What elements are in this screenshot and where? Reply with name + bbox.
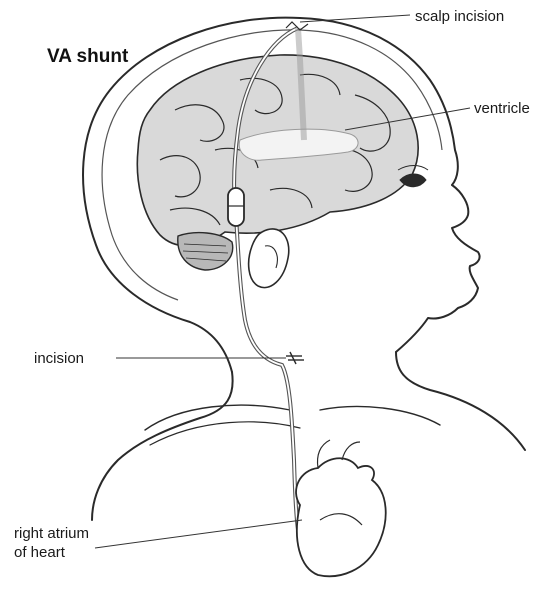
neck-incision-mark xyxy=(286,352,304,364)
leader-atrium xyxy=(95,520,302,548)
label-ventricle: ventricle xyxy=(474,100,530,118)
neck-shoulder-right xyxy=(396,352,525,450)
label-right-atrium: right atrium of heart xyxy=(14,524,89,562)
shunt-valve xyxy=(228,188,244,226)
label-right-atrium-line2: of heart xyxy=(14,543,89,562)
label-scalp-incision: scalp incision xyxy=(415,8,504,26)
face-profile xyxy=(396,185,480,352)
chest-line xyxy=(150,422,300,445)
ear xyxy=(249,229,289,288)
collarbone-left xyxy=(145,405,290,430)
label-right-atrium-line1: right atrium xyxy=(14,524,89,543)
diagram-title: VA shunt xyxy=(47,46,128,68)
neck-shoulder-left xyxy=(92,372,233,520)
collarbone-right xyxy=(320,406,440,425)
heart xyxy=(296,458,386,576)
label-incision: incision xyxy=(34,350,84,368)
